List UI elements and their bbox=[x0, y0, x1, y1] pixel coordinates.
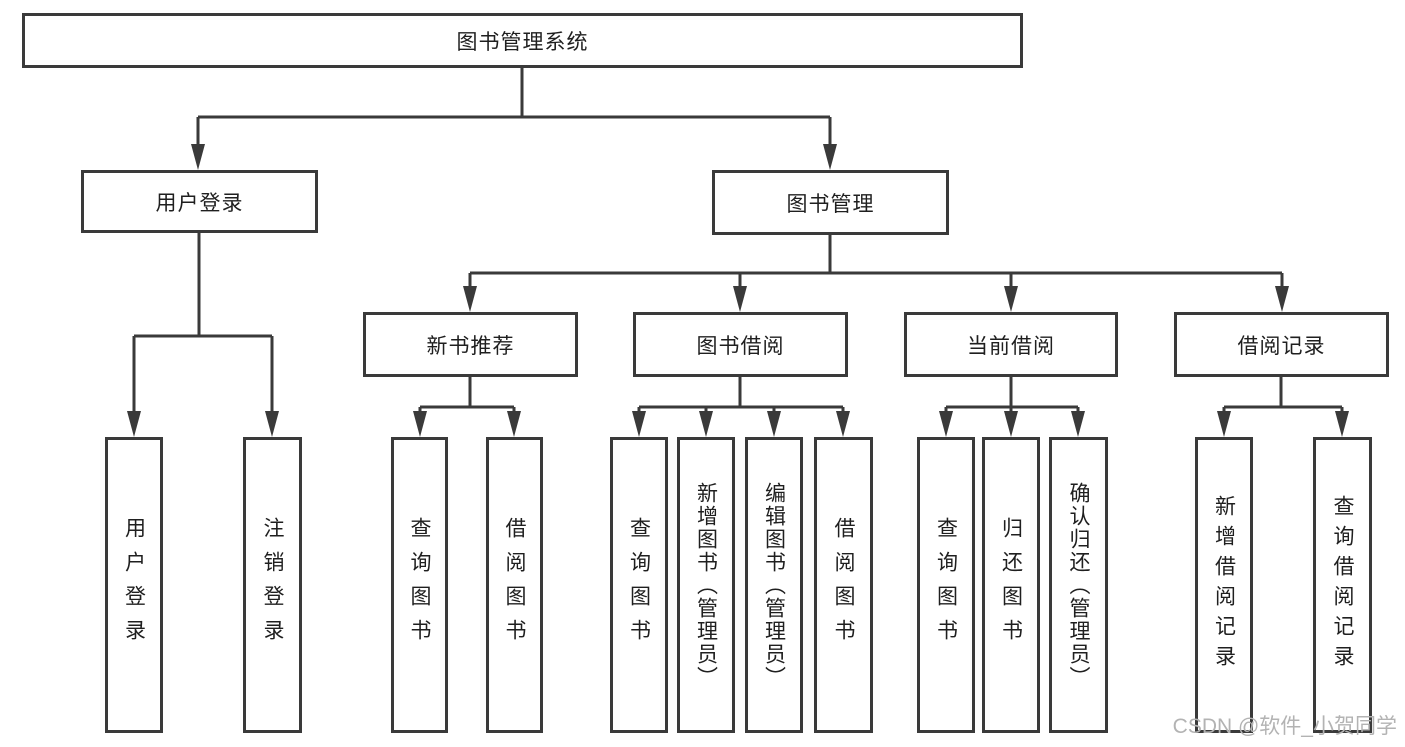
node-current-borrow: 当前借阅 bbox=[904, 312, 1118, 377]
leaf-user-login-action-label: 用户登录 bbox=[122, 517, 146, 653]
leaf-cb-confirm-return-admin: 确认归还（管理员） bbox=[1049, 437, 1108, 733]
leaf-bb-query-books: 查询图书 bbox=[610, 437, 668, 733]
connector-user-login-to-leaves bbox=[132, 233, 274, 415]
leaf-bb-query-books-label: 查询图书 bbox=[627, 517, 651, 653]
connector-book-mgmt-to-level3 bbox=[468, 235, 1284, 290]
leaf-nb-borrow-books-label: 借阅图书 bbox=[503, 517, 526, 653]
leaf-bb-add-books-admin-label: 新增图书（管理员） bbox=[694, 481, 718, 689]
leaf-br-query-record: 查询借阅记录 bbox=[1313, 437, 1372, 733]
connector-borrow-records-to-leaves bbox=[1222, 377, 1344, 416]
connector-book-borrow-to-leaves bbox=[637, 377, 845, 416]
node-book-mgmt-label: 图书管理 bbox=[786, 192, 875, 216]
connector-current-borrow-to-leaves bbox=[944, 377, 1080, 416]
arrowheads bbox=[127, 144, 1349, 437]
node-new-book-rec: 新书推荐 bbox=[363, 312, 578, 377]
node-root: 图书管理系统 bbox=[22, 13, 1023, 68]
leaf-bb-edit-books-admin: 编辑图书（管理员） bbox=[745, 437, 803, 733]
node-borrow-records-label: 借阅记录 bbox=[1237, 334, 1326, 358]
leaf-nb-borrow-books: 借阅图书 bbox=[486, 437, 543, 733]
leaf-cb-query-books-label: 查询图书 bbox=[934, 517, 958, 653]
leaf-logout: 注销登录 bbox=[243, 437, 302, 733]
leaf-cb-return-books-label: 归还图书 bbox=[999, 517, 1023, 653]
leaf-cb-confirm-return-admin-label: 确认归还（管理员） bbox=[1067, 481, 1090, 689]
leaf-br-add-record: 新增借阅记录 bbox=[1195, 437, 1253, 733]
connector-root-to-level2 bbox=[196, 68, 832, 148]
leaf-br-query-record-label: 查询借阅记录 bbox=[1331, 495, 1354, 675]
node-user-login-label: 用户登录 bbox=[155, 191, 244, 215]
leaf-bb-edit-books-admin-label: 编辑图书（管理员） bbox=[762, 481, 786, 689]
csdn-watermark: CSDN @软件_小贺同学 bbox=[1172, 715, 1397, 738]
leaf-bb-borrow-books: 借阅图书 bbox=[814, 437, 873, 733]
leaf-user-login-action: 用户登录 bbox=[105, 437, 163, 733]
leaf-logout-label: 注销登录 bbox=[261, 517, 284, 653]
leaf-nb-query-books-label: 查询图书 bbox=[408, 517, 431, 653]
node-current-borrow-label: 当前借阅 bbox=[967, 334, 1055, 358]
leaf-br-add-record-label: 新增借阅记录 bbox=[1212, 495, 1236, 675]
connector-new-book-to-leaves bbox=[418, 377, 516, 416]
leaf-cb-query-books: 查询图书 bbox=[917, 437, 975, 733]
leaf-bb-add-books-admin: 新增图书（管理员） bbox=[677, 437, 735, 733]
node-new-book-rec-label: 新书推荐 bbox=[426, 334, 515, 358]
leaf-cb-return-books: 归还图书 bbox=[982, 437, 1040, 733]
node-book-mgmt: 图书管理 bbox=[712, 170, 949, 235]
leaf-bb-borrow-books-label: 借阅图书 bbox=[832, 517, 855, 653]
node-root-label: 图书管理系统 bbox=[456, 30, 589, 54]
node-book-borrow-label: 图书借阅 bbox=[696, 334, 785, 358]
leaf-nb-query-books: 查询图书 bbox=[391, 437, 448, 733]
node-book-borrow: 图书借阅 bbox=[633, 312, 848, 377]
node-user-login: 用户登录 bbox=[81, 170, 318, 233]
node-borrow-records: 借阅记录 bbox=[1174, 312, 1389, 377]
